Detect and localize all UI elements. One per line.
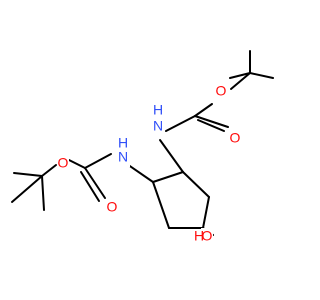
bond-n-ring-top <box>159 139 184 173</box>
bond-ring-1-2 <box>182 171 210 198</box>
oxygen-label-top: O <box>216 83 227 99</box>
oxygen-hydroxyl-label: O <box>202 228 213 244</box>
bond-tbu-left-methyl-down <box>41 175 45 211</box>
oxygen-ester-left-label: O <box>58 155 69 171</box>
bond-o-tbu-left <box>41 164 57 177</box>
bond-carbonyl-o-top <box>194 115 229 128</box>
bond-tbu-top-quaternary-o <box>230 72 251 90</box>
bond-ring-2-3 <box>202 196 210 229</box>
atom-labels: O O N H O O N H O H <box>57 83 241 246</box>
nitrogen-label-left: N <box>118 149 128 165</box>
hydrogen-label-top: H <box>153 102 163 118</box>
bond-carbonyl-o-left-double <box>80 171 100 202</box>
bond-tbu-left-methyl-left <box>11 175 43 203</box>
oxygen-carbonyl-left-label: O <box>107 199 118 215</box>
bond-ring-5-1 <box>152 171 184 183</box>
bond-carbonyl-o-top-double <box>197 119 225 132</box>
hydrogen-label-left: H <box>118 135 128 151</box>
bond-tbu-top-methyl-right <box>249 72 274 79</box>
bond-tbu-left-methyl-up <box>13 172 43 177</box>
nitrogen-label-top: N <box>153 118 163 134</box>
bond-carbonyl-n-top <box>165 115 196 132</box>
bond-tbu-top-methyl-left <box>229 72 251 79</box>
bonds <box>11 50 274 236</box>
bond-n-carbonyl-left <box>84 153 112 169</box>
bond-carbonyl-ester-o-left <box>68 159 86 169</box>
bond-carbonyl-o-left <box>84 167 106 199</box>
chemical-structure: O O N H O O N H O H <box>11 50 274 246</box>
bond-ring-4-5 <box>152 181 170 229</box>
hydrogen-hydroxyl-label: H <box>194 228 204 244</box>
oxygen-carbonyl-top-label: O <box>230 130 241 146</box>
bond-o-carbonyl-top <box>194 103 213 117</box>
